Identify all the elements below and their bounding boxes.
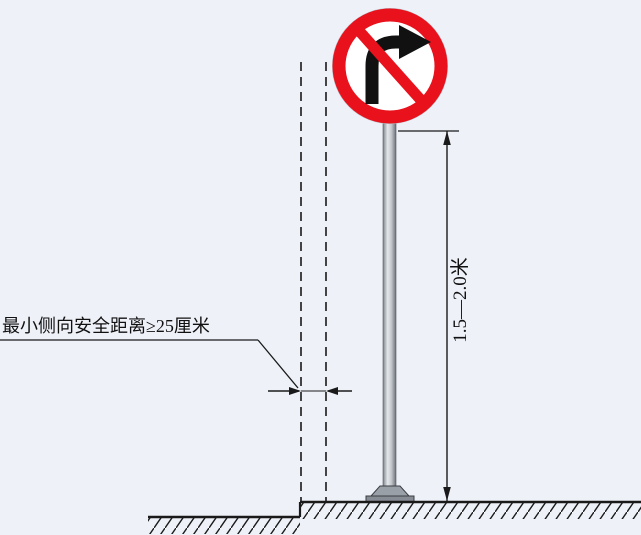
prohibition-slash [348, 20, 433, 112]
clearance-leader-line [257, 339, 299, 389]
right-turn-arrowhead [399, 25, 431, 59]
clearance-arrowhead-left [289, 387, 301, 395]
no-right-turn-sign [332, 8, 448, 124]
clearance-arrowhead-right [326, 387, 338, 395]
ground-hatching-right [301, 503, 641, 519]
clearance-label: 最小侧向安全距离≥25厘米 [2, 316, 210, 336]
height-label: 1.5—2.0米 [449, 257, 471, 343]
height-arrowhead-top [443, 131, 451, 145]
height-arrowhead-bottom [443, 487, 451, 501]
sign-pole [382, 109, 397, 493]
pole-base-flare [369, 485, 411, 497]
ground-hatching-left [148, 518, 300, 534]
